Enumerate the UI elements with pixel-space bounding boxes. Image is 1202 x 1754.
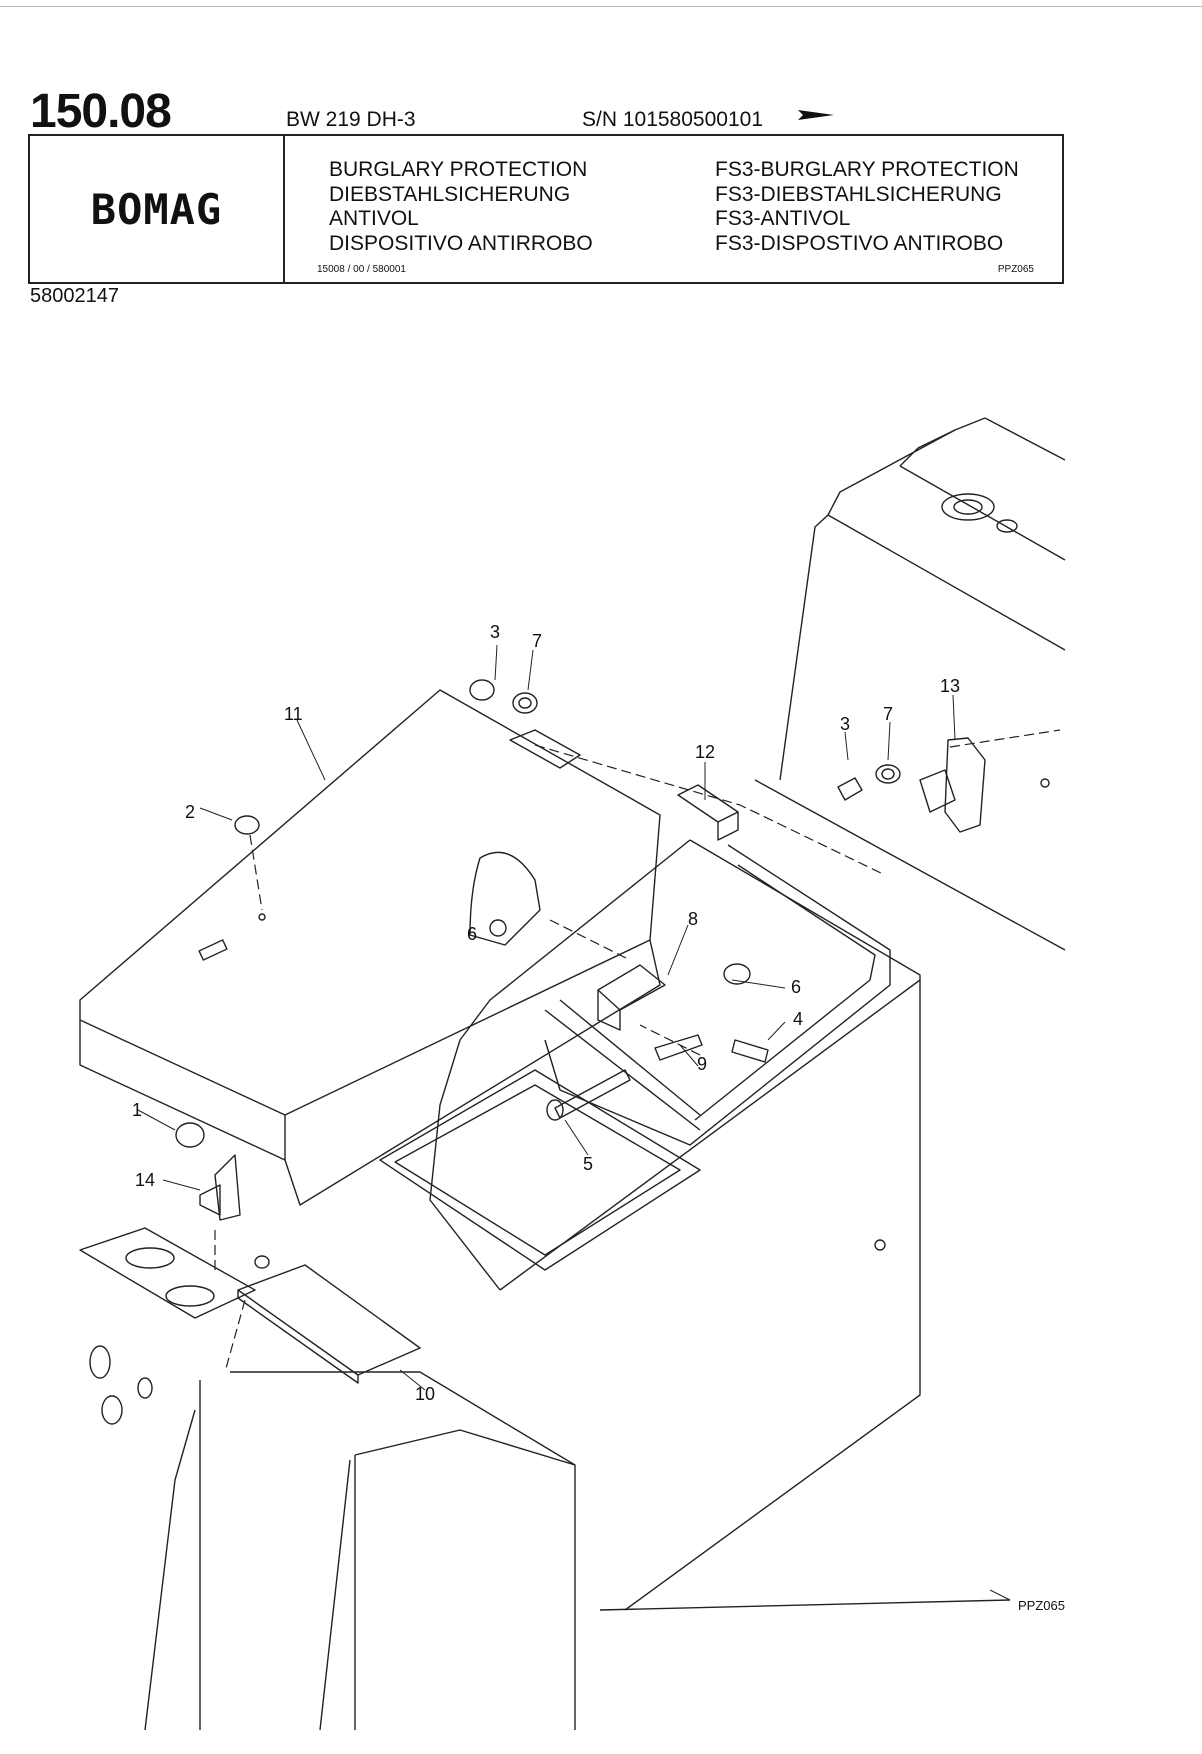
reference-code: 15008 / 00 / 580001 [317,264,406,275]
title-de: DIEBSTAHLSICHERUNG [329,182,571,206]
title-fr: ANTIVOL [329,207,419,230]
callout-1: 1 [132,1100,142,1120]
callout-14: 14 [135,1170,155,1190]
callout-9: 9 [697,1054,707,1074]
callout-6: 6 [791,977,801,997]
callout-7-top: 7 [532,631,542,651]
callout-8: 8 [688,909,698,929]
page-number: 150.08 [30,85,172,138]
bomag-logo: BOMAG [90,184,223,234]
title-es: DISPOSITIVO ANTIRROBO [329,231,593,255]
callout-2: 2 [185,802,195,822]
callout-5: 5 [583,1154,593,1174]
callout-7-right: 7 [883,704,893,724]
callout-11: 11 [284,704,303,724]
title-fs3-es: FS3-DISPOSTIVO ANTIROBO [715,231,1004,255]
figure-code: PPZ065 [1018,1598,1065,1613]
title-fs3-de: FS3-DIEBSTAHLSICHERUNG [715,182,1002,206]
logo-cell: BOMAG [30,136,285,282]
title-block: BOMAG BURGLARY PROTECTION DIEBSTAHLSICHE… [28,134,1064,284]
arrow-right-icon [798,110,834,120]
titles-right: FS3-BURGLARY PROTECTION FS3-DIEBSTAHLSIC… [715,158,1019,256]
callout-6-cover: 6 [467,924,477,944]
callout-13: 13 [940,676,960,696]
callout-3-top: 3 [490,622,500,642]
drawing-code: PPZ065 [997,264,1034,275]
callout-12: 12 [695,742,715,762]
model-label: BW 219 DH-3 [286,108,416,131]
serial-number: S/N 101580500101 [582,108,763,131]
callout-4: 4 [793,1009,803,1029]
title-fs3-fr: FS3-ANTIVOL [715,207,851,230]
callout-3-right: 3 [840,714,850,734]
titles-left: BURGLARY PROTECTION DIEBSTAHLSICHERUNG A… [329,158,593,256]
top-rule [0,6,1202,7]
callout-10: 10 [415,1384,435,1404]
title-en: BURGLARY PROTECTION [329,158,588,181]
document-number: 58002147 [30,285,119,307]
title-fs3-en: FS3-BURGLARY PROTECTION [715,158,1019,181]
